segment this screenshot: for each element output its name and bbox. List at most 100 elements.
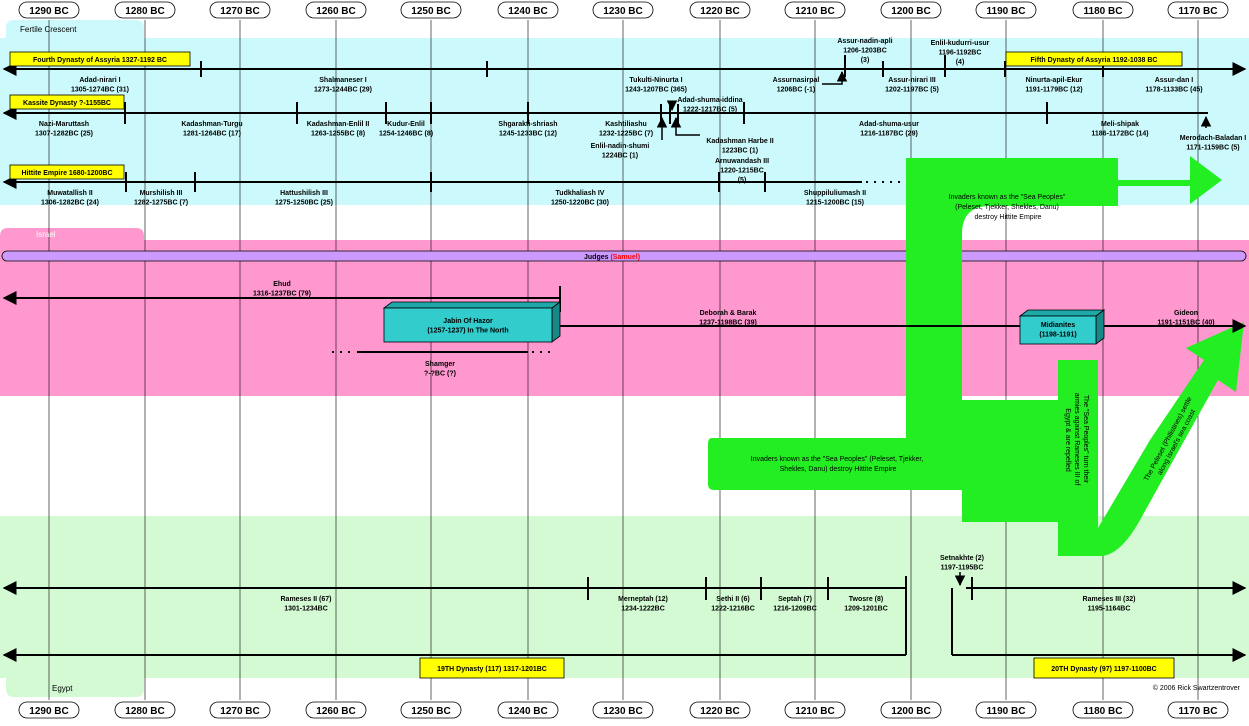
year-pill — [689, 701, 751, 719]
kadashman-harbe-pointer — [670, 116, 700, 136]
year-pill — [114, 701, 176, 719]
assyria4-label: Fourth Dynasty of Assyria 1327-1192 BC — [33, 57, 167, 64]
egypt19-label: 19TH Dynasty (117) 1317-1201BC — [437, 666, 547, 673]
year-label: 1180 BC — [1084, 6, 1123, 17]
hittite-box — [9, 164, 125, 180]
year-label: 1220 BC — [700, 706, 739, 717]
year-label: 1260 BC — [316, 6, 355, 17]
year-label: 1240 BC — [508, 706, 547, 717]
year-label: 1290 BC — [29, 6, 68, 17]
year-label: 1200 BC — [891, 706, 930, 717]
copyright: © 2006 Rick Swartzentrover — [1153, 684, 1241, 692]
egypt20-box — [1033, 657, 1175, 679]
year-pill — [209, 1, 271, 19]
year-label: 1170 BC — [1179, 6, 1218, 17]
year-label: 1240 BC — [508, 6, 547, 17]
egypt-band — [0, 516, 1249, 678]
year-label: 1210 BC — [795, 6, 834, 17]
year-label: 1260 BC — [316, 706, 355, 717]
year-label: 1230 BC — [603, 6, 642, 17]
ruler-shamger: Shamger?-?BC (?) — [424, 361, 456, 378]
year-label: 1280 BC — [125, 706, 164, 717]
israel-tab — [0, 228, 144, 240]
year-pill — [18, 1, 80, 19]
sea-peoples-upper-text: Invaders known as the "Sea Peoples" (Pel… — [949, 194, 1068, 221]
year-pill — [497, 701, 559, 719]
year-pill — [975, 701, 1037, 719]
sea-peoples-arrow-hittite — [906, 156, 1222, 522]
fertile-crescent-tab — [6, 20, 144, 38]
sea-peoples-arrow-egypt — [1058, 322, 1244, 556]
reign-ticks — [124, 55, 1104, 600]
year-label: 1270 BC — [220, 6, 259, 17]
judges-label: Judges (Samuel) — [584, 254, 640, 261]
year-pill — [689, 1, 751, 19]
year-pill — [400, 701, 462, 719]
year-label: 1250 BC — [411, 706, 450, 717]
year-pill — [1167, 1, 1229, 19]
egypt20-label: 20TH Dynasty (97) 1197-1100BC — [1051, 666, 1156, 673]
year-pill — [975, 1, 1037, 19]
year-label: 1180 BC — [1084, 706, 1123, 717]
year-label: 1170 BC — [1179, 706, 1218, 717]
ruler-setnakhte: Setnakhte (2)1197-1195BC — [940, 555, 984, 572]
sea-peoples-egypt-text: The "Sea Peoples" turn their armies agai… — [1064, 393, 1089, 488]
hittite-label: Hittite Empire 1680-1200BC — [21, 170, 112, 177]
year-pill — [784, 701, 846, 719]
year-pill — [592, 701, 654, 719]
israel-label: Israel — [36, 230, 56, 239]
year-pill — [18, 701, 80, 719]
assyria5-box — [1005, 51, 1183, 67]
year-pill — [1072, 701, 1134, 719]
ruler-rameses3: Rameses III (32)1195-1164BC — [1083, 596, 1136, 613]
ruler-sethi2: Sethi II (6)1222-1216BC — [711, 596, 755, 613]
year-pill — [497, 1, 559, 19]
year-pill — [305, 701, 367, 719]
year-pill — [305, 1, 367, 19]
year-gridlines — [48, 20, 1199, 700]
year-pill — [1167, 701, 1229, 719]
ruler-jabin: Jabin Of Hazor(1257-1237) In The North — [427, 318, 508, 335]
year-label: 1210 BC — [795, 706, 834, 717]
year-label: 1200 BC — [891, 6, 930, 17]
year-label: 1270 BC — [220, 706, 259, 717]
kassite-label: Kassite Dynasty ?-1155BC — [23, 100, 111, 107]
ruler-twosre: Twosre (8)1209-1201BC — [844, 596, 888, 613]
sea-peoples-arrow-lower — [708, 400, 962, 490]
year-pill — [114, 1, 176, 19]
ruler-merneptah: Merneptah (12)1234-1222BC — [618, 596, 668, 613]
midianites-box — [1018, 309, 1106, 345]
assyria4-box — [9, 51, 191, 67]
year-label: 1190 BC — [987, 6, 1026, 17]
kassite-box — [9, 94, 125, 110]
ruler-rameses2: Rameses II (67)1301-1234BC — [281, 596, 332, 613]
year-pill — [400, 1, 462, 19]
year-pill — [880, 1, 942, 19]
